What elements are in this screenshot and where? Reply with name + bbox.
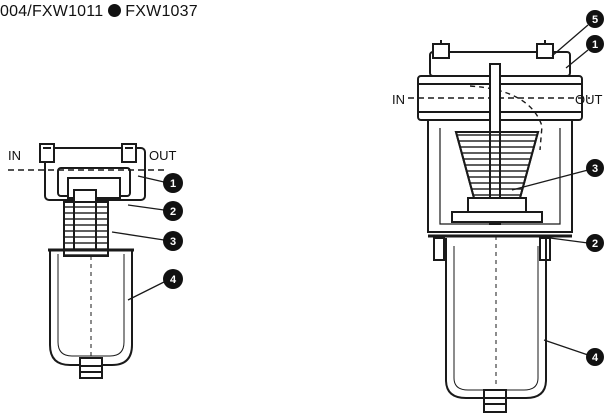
right-inlet-label: IN: [392, 92, 405, 107]
right-model-label: FXW1037: [125, 3, 198, 20]
left-outlet-label: OUT: [149, 148, 177, 163]
left-callout-4: 4: [163, 269, 183, 289]
left-filter-element: [63, 201, 109, 257]
right-callout-1: 1: [586, 35, 604, 53]
right-regulator-housing: [427, 120, 573, 233]
svg-text:2: 2: [592, 238, 598, 250]
left-model-label: 004/FXW1011: [0, 3, 104, 20]
svg-text:2: 2: [170, 206, 176, 218]
right-callout-2: 2: [586, 234, 604, 252]
left-drain: [79, 357, 103, 379]
left-callout-1: 1: [163, 173, 183, 193]
left-filter-unit: [8, 143, 168, 379]
svg-text:3: 3: [170, 236, 176, 248]
svg-text:1: 1: [170, 178, 176, 190]
left-callout-3: 3: [163, 231, 183, 251]
right-conical-element: [454, 131, 540, 199]
right-filter-unit: [408, 40, 590, 413]
svg-text:1: 1: [592, 39, 598, 51]
svg-text:4: 4: [592, 352, 599, 364]
left-inlet-label: IN: [8, 148, 21, 163]
right-callout-4: 4: [586, 348, 604, 366]
diagram-heading: 004/FXW1011 FXW1037: [0, 3, 198, 21]
right-callout-3: 3: [586, 159, 604, 177]
svg-text:3: 3: [592, 163, 598, 175]
svg-text:5: 5: [592, 14, 598, 26]
left-callout-2: 2: [163, 201, 183, 221]
bullet-separator-icon: [108, 4, 122, 17]
right-callout-5: 5: [586, 10, 604, 28]
right-drain: [483, 389, 507, 413]
right-outlet-label: OUT: [575, 92, 603, 107]
svg-text:4: 4: [170, 274, 177, 286]
